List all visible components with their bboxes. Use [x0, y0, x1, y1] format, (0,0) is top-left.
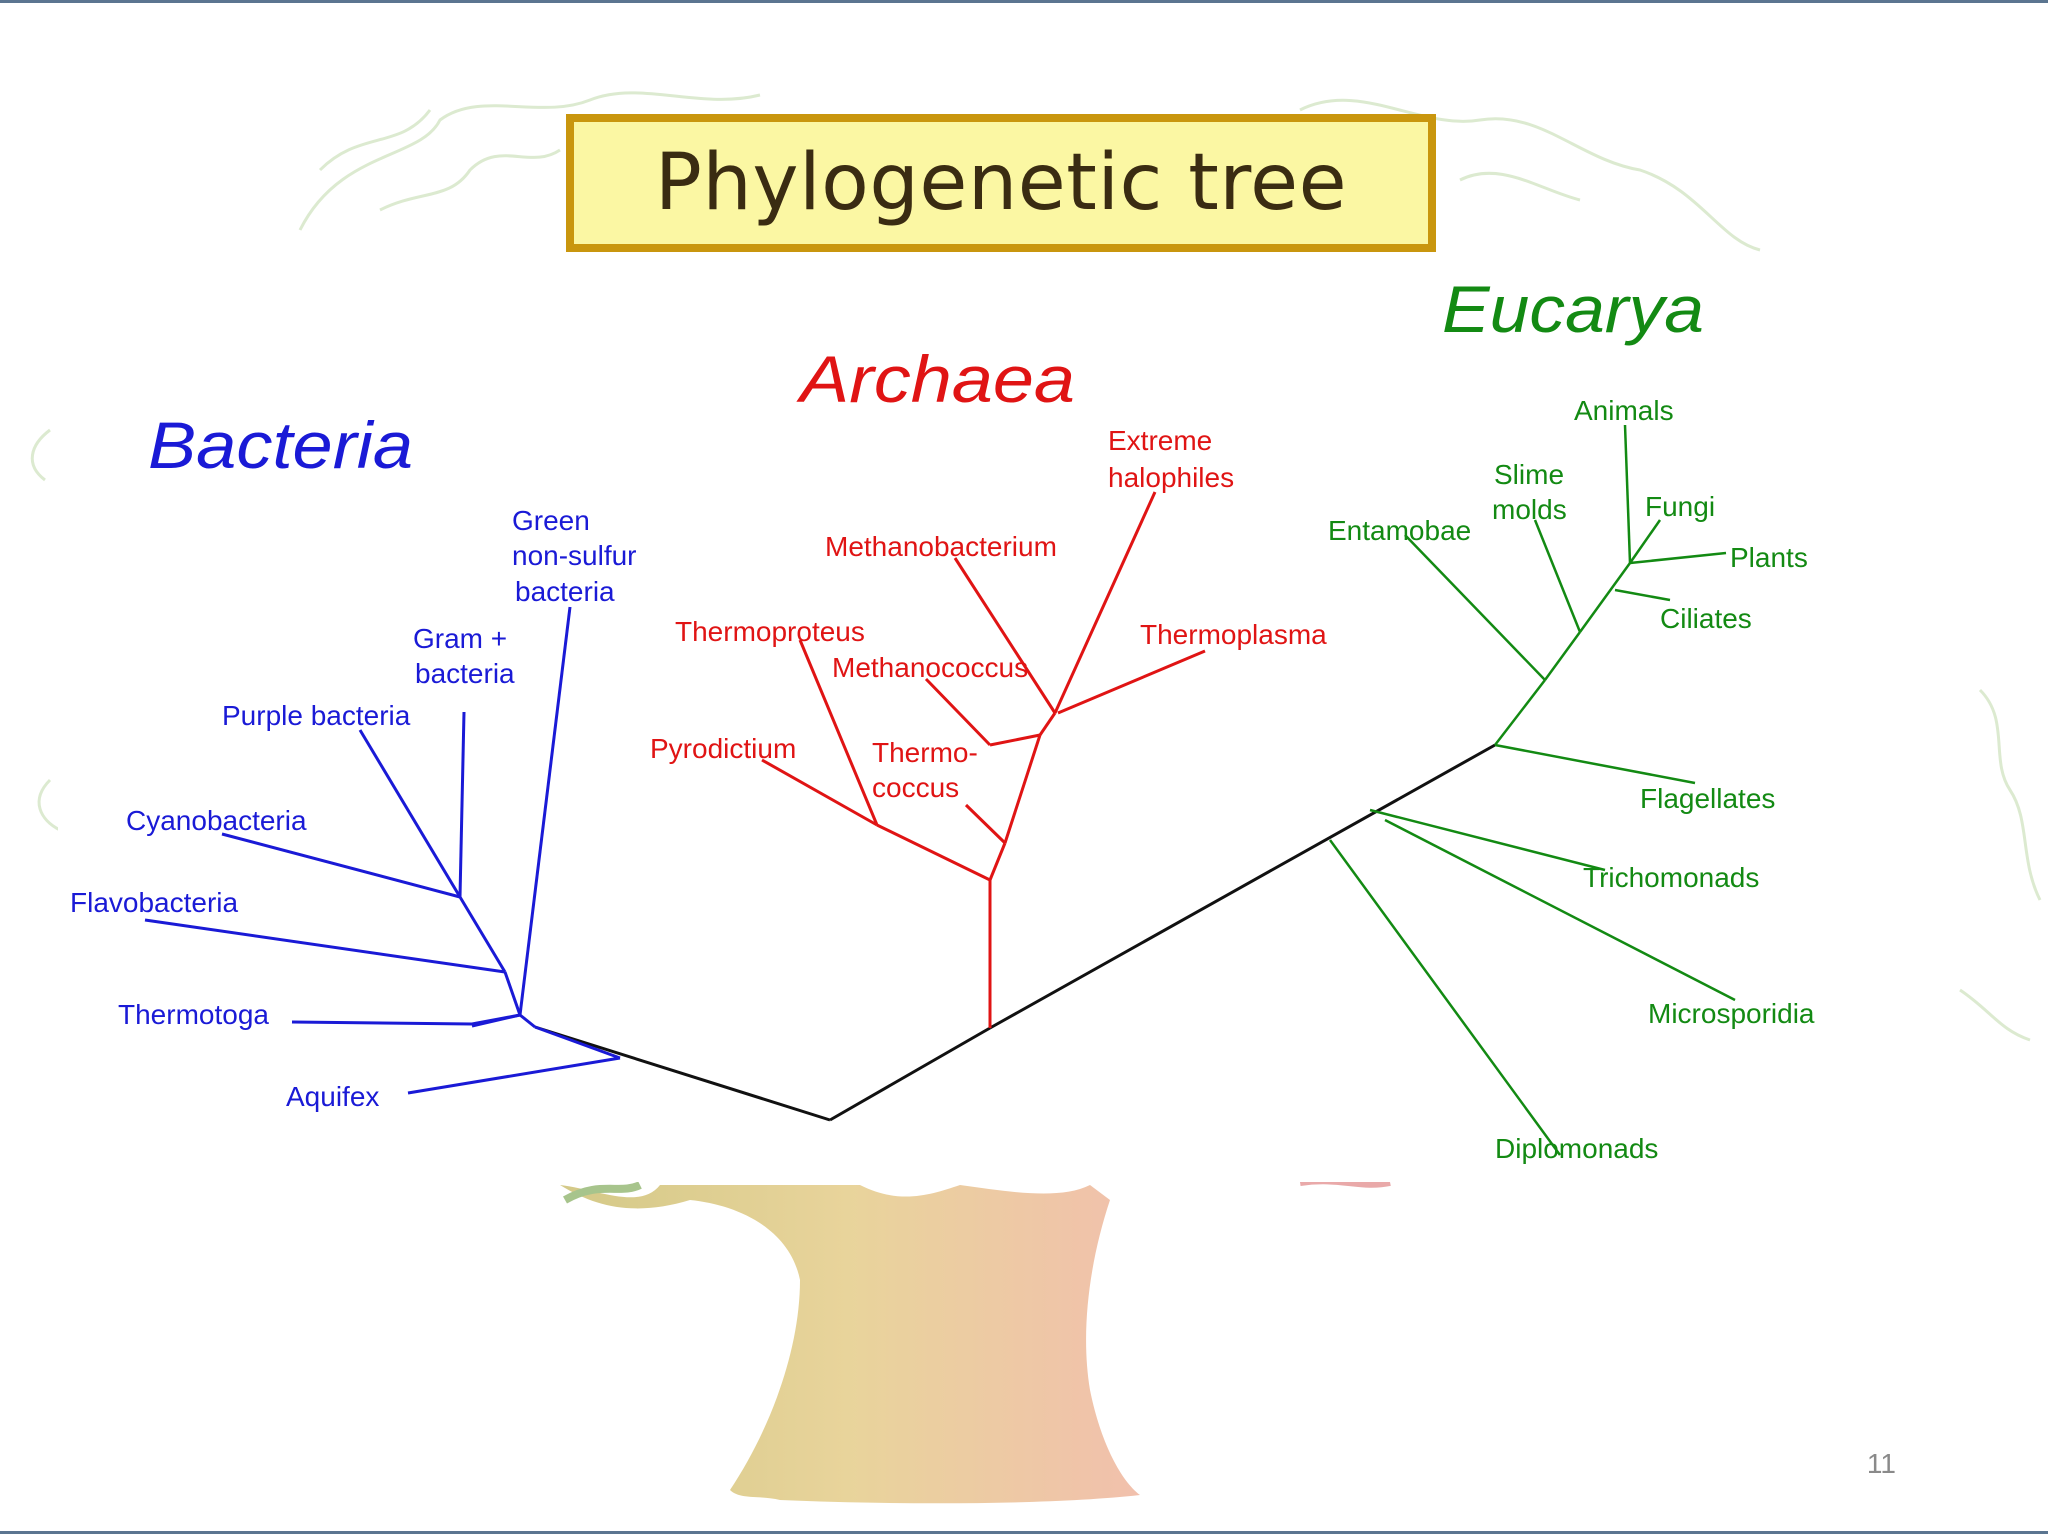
taxon-label: Green	[512, 505, 590, 536]
taxon-label: Entamobae	[1328, 515, 1471, 546]
page-number: 11	[1866, 1448, 1896, 1479]
taxon-label: non-sulfur	[512, 540, 637, 571]
taxon-label: Thermoproteus	[675, 616, 865, 647]
top-rule	[0, 0, 2048, 3]
eucarya-branches	[1328, 424, 1736, 1156]
taxon-label: Ciliates	[1660, 603, 1752, 634]
archaea-branches	[761, 491, 1206, 1028]
taxon-label: Microsporidia	[1648, 998, 1815, 1029]
taxon-label: Trichomonads	[1583, 862, 1759, 893]
taxon-label: Fungi	[1645, 491, 1715, 522]
taxon-label: Thermoplasma	[1140, 619, 1327, 650]
taxon-label: Animals	[1574, 395, 1674, 426]
taxon-label: Plants	[1730, 542, 1808, 573]
taxon-label: Gram +	[413, 623, 507, 654]
slide-title-box: Phylogenetic tree	[566, 114, 1436, 252]
archaea-heading: Archaea	[796, 342, 1075, 416]
taxon-label: halophiles	[1108, 462, 1234, 493]
slide-title: Phylogenetic tree	[654, 138, 1348, 228]
taxon-label: Thermo-	[872, 737, 978, 768]
taxon-label: Flagellates	[1640, 783, 1775, 814]
taxon-label: Aquifex	[286, 1081, 379, 1112]
taxon-label: Thermotoga	[118, 999, 269, 1030]
taxon-label: molds	[1492, 494, 1567, 525]
taxon-label: Methanobacterium	[825, 531, 1057, 562]
taxon-label: Flavobacteria	[70, 887, 239, 918]
bacteria-branches	[144, 606, 621, 1095]
taxon-label: Cyanobacteria	[126, 805, 307, 836]
eucarya-heading: Eucarya	[1442, 272, 1704, 346]
taxon-label: bacteria	[415, 658, 515, 689]
root-branches	[534, 743, 1496, 1122]
taxon-label: Pyrodictium	[650, 733, 796, 764]
taxon-label: Purple bacteria	[222, 700, 411, 731]
taxon-label: coccus	[872, 772, 959, 803]
taxon-label: Slime	[1494, 459, 1564, 490]
phylogenetic-tree-diagram: Bacteria Archaea Eucarya Green non-sulfu…	[70, 272, 1815, 1164]
bottom-rule	[0, 1531, 2048, 1534]
tree-diagram-panel: Bacteria Archaea Eucarya Green non-sulfu…	[58, 262, 1866, 1182]
taxon-label: Diplomonads	[1495, 1133, 1658, 1164]
taxon-label: Methanococcus	[832, 652, 1028, 683]
bacteria-heading: Bacteria	[148, 408, 413, 482]
taxon-label: bacteria	[515, 576, 615, 607]
taxon-label: Extreme	[1108, 425, 1212, 456]
